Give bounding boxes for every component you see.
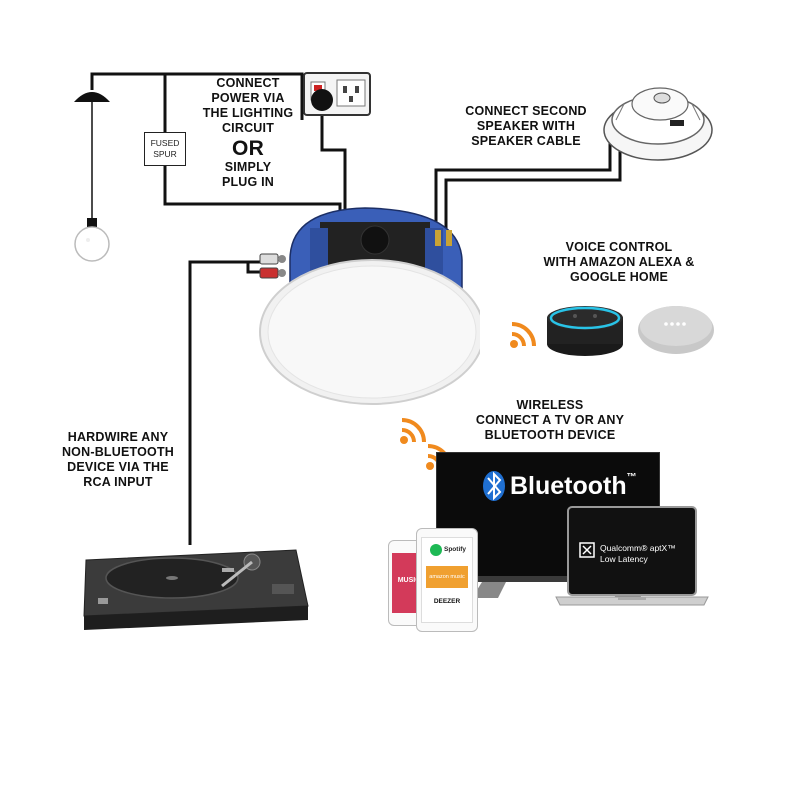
speaker-cable xyxy=(434,130,622,240)
hardwire-label-line4: RCA INPUT xyxy=(83,475,153,489)
or-label: OR xyxy=(232,137,264,160)
hardwire-label: HARDWIRE ANY NON-BLUETOOTH DEVICE VIA TH… xyxy=(52,430,184,490)
aptx-icon xyxy=(579,542,595,558)
amazon-echo-icon xyxy=(547,306,623,356)
ceiling-light-icon xyxy=(74,92,110,262)
laptop-text-line1: Qualcomm® aptX™ xyxy=(600,543,676,553)
wireless-signal-icon xyxy=(400,418,426,444)
wireless-label-line2: CONNECT A TV OR ANY xyxy=(475,413,625,427)
hardwire-label-line1: HARDWIRE ANY xyxy=(67,430,169,444)
rca-cable xyxy=(188,260,262,545)
voice-label-line2: WITH AMAZON ALEXA & xyxy=(543,255,695,269)
plug-label-line2: PLUG IN xyxy=(221,175,275,189)
deezer-text: DEEZER xyxy=(433,598,461,605)
laptop-frame xyxy=(555,506,709,606)
bluetooth-tm: ™ xyxy=(626,472,637,483)
wireless-label-line1: WIRELESS xyxy=(516,398,584,412)
voice-label-line3: GOOGLE HOME xyxy=(569,270,669,284)
fused-spur-line2: SPUR xyxy=(153,149,177,159)
plug-label-line1: SIMPLY xyxy=(224,160,272,174)
laptop-device: Qualcomm® aptX™ Low Latency xyxy=(552,505,712,625)
bluetooth-wordmark: Bluetooth xyxy=(510,472,627,500)
wall-socket-icon xyxy=(303,72,371,116)
wireless-signal-icon xyxy=(510,322,536,348)
laptop-text: Qualcomm® aptX™ Low Latency xyxy=(600,543,676,565)
main-speaker-icon xyxy=(259,207,480,405)
fused-spur-box: FUSED SPUR xyxy=(144,132,186,166)
fused-spur-line1: FUSED xyxy=(150,138,180,148)
wireless-label-line3: BLUETOOTH DEVICE xyxy=(484,428,616,442)
second-speaker-line3: SPEAKER CABLE xyxy=(471,134,581,148)
lighting-wires xyxy=(90,72,347,222)
wireless-label: WIRELESS CONNECT A TV OR ANY BLUETOOTH D… xyxy=(470,398,630,443)
spotify-icon xyxy=(430,544,442,556)
laptop-text-line2: Low Latency xyxy=(600,554,648,564)
hardwire-label-line3: DEVICE VIA THE xyxy=(67,460,169,474)
apple-music-text: MUSIC xyxy=(397,577,421,584)
power-label: CONNECT POWER VIA THE LIGHTING CIRCUIT xyxy=(192,76,304,136)
power-label-line1: CONNECT xyxy=(216,76,280,90)
amazon-music-tile: amazon music xyxy=(426,566,468,588)
plug-label: SIMPLY PLUG IN xyxy=(192,160,304,190)
turntable-icon xyxy=(83,549,309,630)
voice-label: VOICE CONTROL WITH AMAZON ALEXA & GOOGLE… xyxy=(534,240,704,285)
power-label-line3: THE LIGHTING xyxy=(202,106,294,120)
power-label-line4: CIRCUIT xyxy=(221,121,275,135)
second-speaker-line1: CONNECT SECOND xyxy=(465,104,587,118)
rca-input-icon xyxy=(259,253,286,279)
second-speaker-line2: SPEAKER WITH xyxy=(476,119,576,133)
google-home-icon xyxy=(638,306,714,354)
voice-label-line1: VOICE CONTROL xyxy=(565,240,673,254)
spotify-text: Spotify xyxy=(444,546,467,553)
second-speaker-icon xyxy=(603,87,713,161)
tablet-device: Spotify amazon music DEEZER xyxy=(416,528,478,632)
second-speaker-label: CONNECT SECOND SPEAKER WITH SPEAKER CABL… xyxy=(452,104,600,149)
tv-brand-text: Bluetooth™ xyxy=(510,472,637,501)
power-label-line2: POWER VIA xyxy=(211,91,285,105)
tablet-screen: Spotify amazon music DEEZER xyxy=(421,537,473,623)
hardwire-label-line2: NON-BLUETOOTH xyxy=(61,445,175,459)
